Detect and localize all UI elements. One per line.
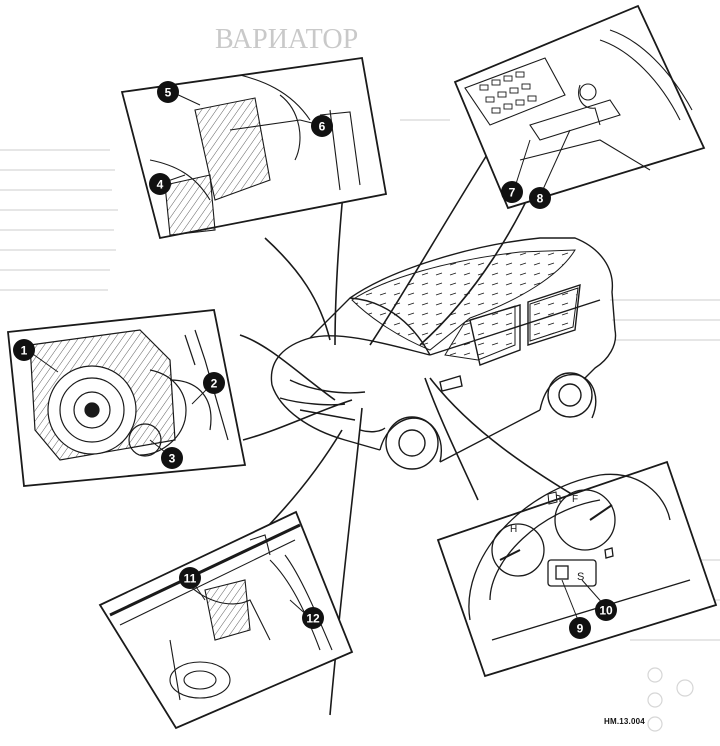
fuel-pump-icon [547, 491, 561, 505]
callout-9: 9 [569, 617, 591, 639]
callout-4-label: 4 [157, 178, 164, 192]
callout-10-label: 10 [599, 604, 613, 618]
callout-11: 11 [179, 567, 201, 589]
callout-6: 6 [311, 115, 333, 137]
callout-12: 12 [302, 607, 324, 629]
panel-pedals [98, 510, 354, 730]
callout-7: 7 [501, 181, 523, 203]
background-page-text: ВАРИАТОР [0, 24, 720, 732]
callout-1-label: 1 [21, 344, 28, 358]
background-heading: ВАРИАТОР [215, 24, 358, 55]
panel-console [453, 4, 706, 210]
panel-transmission [7, 309, 247, 487]
windscreen-glass [351, 249, 576, 351]
figure-code: HM.13.004 [604, 717, 645, 726]
panel-instrument-gauge: H F S [436, 460, 718, 678]
callout-4: 4 [149, 173, 171, 195]
callout-8-label: 8 [537, 192, 544, 206]
gauge-hot-mark: H [510, 524, 517, 535]
callout-2-label: 2 [211, 377, 218, 391]
callout-5: 5 [157, 81, 179, 103]
callout-9-label: 9 [577, 622, 584, 636]
callout-2: 2 [203, 372, 225, 394]
callout-3-label: 3 [169, 452, 176, 466]
callout-6-label: 6 [319, 120, 326, 134]
callout-7-label: 7 [509, 186, 516, 200]
rear-door-glass [529, 287, 579, 342]
front-door-glass [444, 305, 516, 361]
gauge-shift-indicator: S [577, 571, 584, 583]
callout-1: 1 [13, 339, 35, 361]
callout-5-label: 5 [165, 86, 172, 100]
callout-12-label: 12 [306, 612, 320, 626]
gauge-full-mark: F [572, 494, 578, 505]
callout-11-label: 11 [184, 572, 197, 586]
callout-8: 8 [529, 187, 551, 209]
callout-3: 3 [161, 447, 183, 469]
panel-engine-bay [120, 56, 388, 240]
callout-10: 10 [595, 599, 617, 621]
